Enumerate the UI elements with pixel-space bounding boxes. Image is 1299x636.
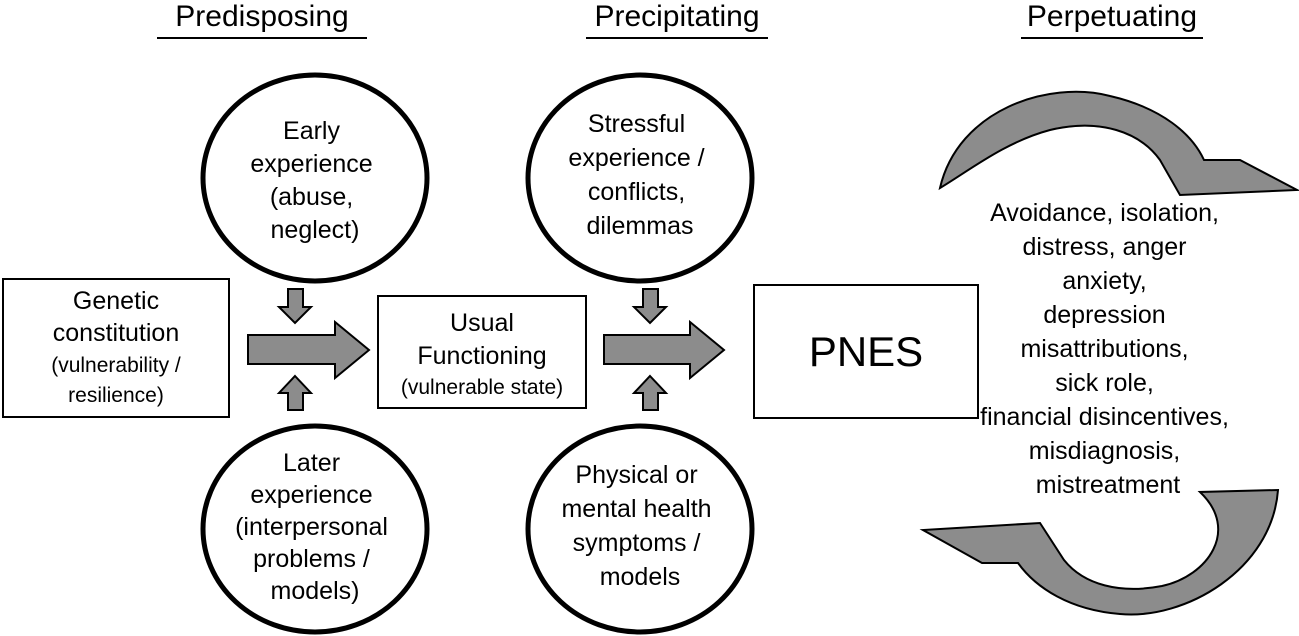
ellipse-early-experience bbox=[200, 72, 430, 284]
svg-text:constitution: constitution bbox=[53, 319, 179, 347]
svg-text:Functioning: Functioning bbox=[417, 342, 546, 370]
label-usual-functioning: Usual Functioning (vulnerable state) bbox=[401, 309, 563, 399]
svg-text:(vulnerability /: (vulnerability / bbox=[51, 354, 181, 377]
label-early-experience: Early experience (abuse, neglect) bbox=[250, 117, 379, 244]
svg-text:Perpetuating: Perpetuating bbox=[1027, 0, 1197, 33]
ellipse-later-experience bbox=[200, 423, 430, 635]
cycle-arrow-top bbox=[938, 90, 1299, 197]
perpetuating-factors-list: Avoidance, isolation, distress, anger an… bbox=[980, 199, 1236, 499]
svg-text:(vulnerable state): (vulnerable state) bbox=[401, 376, 563, 399]
svg-text:Precipitating: Precipitating bbox=[594, 0, 759, 33]
right-arrow-to-pnes bbox=[603, 319, 726, 381]
down-arrow-early-experience bbox=[276, 288, 314, 325]
ellipse-physical-mental-health bbox=[525, 423, 755, 635]
up-arrow-later-experience bbox=[276, 374, 314, 411]
box-genetic-constitution bbox=[2, 278, 230, 418]
label-later-experience: Later experience (interpersonal problems… bbox=[235, 449, 395, 605]
ellipse-stressful-experience bbox=[525, 72, 755, 284]
svg-text:Predisposing: Predisposing bbox=[175, 0, 348, 33]
svg-text:Genetic: Genetic bbox=[73, 287, 159, 315]
up-arrow-physical-mental-health bbox=[631, 374, 669, 411]
right-arrow-to-usual-functioning bbox=[247, 319, 371, 381]
label-pnes: PNES bbox=[809, 328, 923, 375]
label-genetic-constitution: Genetic constitution (vulnerability / re… bbox=[51, 287, 181, 407]
label-physical-mental-health: Physical or mental health symptoms / mod… bbox=[561, 461, 718, 591]
down-arrow-stressful-experience bbox=[631, 288, 669, 325]
header-precipitating: Precipitating bbox=[586, 0, 768, 39]
cycle-arrow-bottom bbox=[919, 488, 1280, 616]
box-pnes bbox=[753, 284, 979, 419]
svg-text:resilience): resilience) bbox=[68, 384, 164, 407]
header-predisposing: Predisposing bbox=[157, 0, 367, 39]
box-usual-functioning bbox=[377, 295, 587, 409]
header-perpetuating: Perpetuating bbox=[1021, 0, 1203, 39]
svg-text:Usual: Usual bbox=[450, 309, 514, 337]
label-stressful-experience: Stressful experience / conflicts, dilemm… bbox=[568, 110, 711, 240]
